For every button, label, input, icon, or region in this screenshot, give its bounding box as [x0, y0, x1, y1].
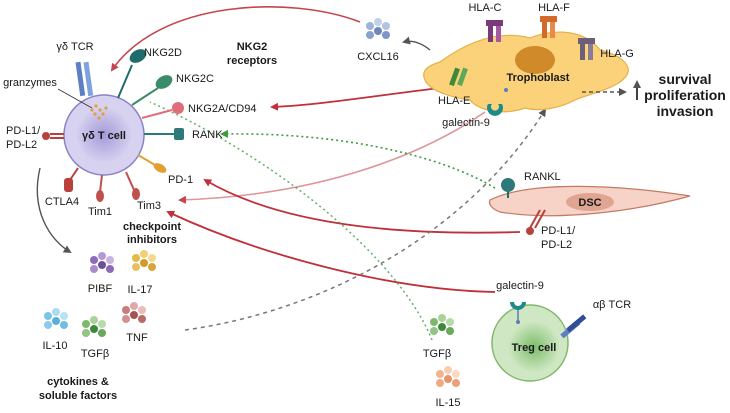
trophoblast-galectin-label: galectin-9: [442, 117, 490, 129]
pibf-label: PIBF: [88, 283, 113, 295]
checkpoint-label-1: checkpoint: [123, 221, 181, 233]
arrow-rankl-to-rank: [220, 129, 496, 189]
tim3-receptor: [125, 171, 140, 200]
tgfb-treg-cluster: [430, 314, 454, 335]
tnf-label: TNF: [126, 332, 148, 344]
gd-pdl1-label-2: PD-L2: [6, 139, 37, 151]
treg-label: Treg cell: [512, 342, 557, 354]
trophoblast-label: Trophoblast: [507, 72, 570, 84]
gd-tcr-label: γδ TCR: [56, 41, 93, 53]
treg-cell: Treg cell: [491, 302, 587, 382]
pibf-cluster: [90, 252, 114, 273]
il17-label: IL-17: [127, 284, 152, 296]
rank-receptor: [144, 128, 184, 140]
arrow-treg-to-gd: [149, 101, 433, 341]
outcome-invasion: invasion: [657, 103, 714, 119]
tgfb-gd-label: TGFβ: [81, 348, 109, 360]
hla-e-receptor: [449, 67, 468, 87]
il15-label: IL-15: [435, 397, 460, 409]
treg-galectin-label: galectin-9: [496, 280, 544, 292]
nkg2-receptors-label-2: receptors: [227, 55, 277, 67]
rank-label: RANK: [192, 129, 223, 141]
gd-cell-label: γδ T cell: [82, 130, 126, 142]
ctla4-label: CTLA4: [45, 196, 79, 208]
tim1-label: Tim1: [88, 206, 112, 218]
gd-t-cell: γδ T cell: [42, 49, 184, 202]
nkg2c-receptor: [131, 75, 173, 106]
granzymes-pointer: [57, 88, 93, 109]
hla-c-label: HLA-C: [468, 2, 501, 14]
rankl-label: RANKL: [524, 171, 561, 183]
tim1-receptor: [96, 174, 104, 202]
hla-f-receptor: [540, 16, 557, 38]
trophoblast-cell: Trophoblast: [423, 16, 629, 116]
outcome-proliferation: proliferation: [644, 87, 726, 103]
nkg2d-receptor: [117, 49, 147, 99]
dsc-label: DSC: [578, 197, 601, 209]
cxcl16-cluster: [366, 18, 390, 39]
il10-label: IL-10: [42, 340, 67, 352]
hla-g-receptor: [578, 38, 595, 60]
gd-pdl1-receptor: [42, 132, 64, 140]
granzymes-dots: [90, 104, 108, 120]
arrow-trophoblast-to-cxcl16: [402, 36, 431, 51]
trophoblast-galectin9: [487, 88, 508, 116]
tgfb-gd-cluster: [82, 316, 106, 337]
nkg2d-label: NKG2D: [144, 47, 182, 59]
arrow-treg-to-tim3: [166, 210, 496, 293]
dsc-pdl1-label-1: PD-L1/: [541, 225, 576, 237]
dsc-pdl1-label-2: PD-L2: [541, 239, 572, 251]
arrow-cytokines-to-trophoblast: [184, 108, 547, 331]
hla-c-receptor: [486, 20, 503, 42]
nkg2c-label: NKG2C: [176, 73, 214, 85]
il17-cluster: [132, 250, 156, 271]
ab-tcr-receptor: [560, 314, 587, 339]
outcome-survival: survival: [659, 71, 712, 87]
tim3-label: Tim3: [137, 200, 161, 212]
gd-pdl1-label-1: PD-L1/: [6, 125, 41, 137]
nkg2-receptors-label-1: NKG2: [237, 41, 268, 53]
arrow-cxcl16-to-gd: [110, 6, 361, 72]
pd1-receptor: [137, 154, 167, 173]
cytokines-caption-1: cytokines &: [47, 376, 109, 388]
cytokines-caption-2: soluble factors: [39, 390, 117, 402]
tnf-cluster: [122, 302, 146, 323]
hla-e-label: HLA-E: [438, 95, 470, 107]
granzymes-label: granzymes: [3, 77, 57, 89]
ab-tcr-label: αβ TCR: [593, 299, 631, 311]
hla-f-label: HLA-F: [538, 2, 570, 14]
checkpoint-label-2: inhibitors: [127, 234, 177, 246]
dsc-cell: DSC: [488, 178, 691, 235]
dsc-pdl1-ligand: [526, 209, 546, 235]
tgfb-treg-label: TGFβ: [423, 348, 451, 360]
nkg2a-cd94-receptor: [141, 102, 184, 119]
hla-g-label: HLA-G: [600, 48, 634, 60]
arrow-gd-to-cytokines: [36, 167, 72, 254]
gd-tcr-receptor: [75, 61, 94, 97]
cxcl16-label: CXCL16: [357, 51, 399, 63]
il15-cluster: [436, 366, 460, 387]
rankl-ligand: [501, 178, 515, 198]
ctla4-receptor: [64, 167, 79, 192]
arrow-hlae-to-nkg2a: [270, 87, 441, 111]
arrow-galectin-to-tim3: [178, 111, 486, 204]
pd1-label: PD-1: [168, 174, 193, 186]
il10-cluster: [44, 308, 68, 329]
treg-galectin9: [510, 302, 526, 324]
arrow-dsc-to-pd1: [203, 178, 521, 234]
nkg2a-label: NKG2A/CD94: [188, 103, 256, 115]
